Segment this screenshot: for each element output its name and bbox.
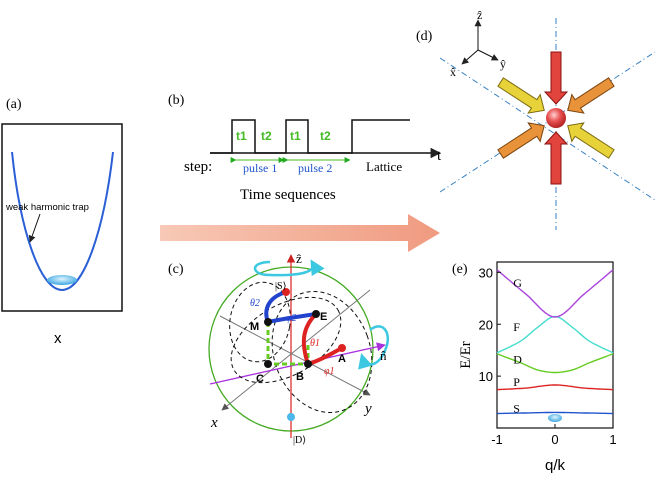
x-axis	[221, 289, 371, 411]
panel-a-label: (a)	[6, 97, 22, 112]
phi1-label: φ1	[324, 366, 335, 377]
dashed-orbit-3	[229, 281, 291, 363]
triad-z-label: ẑ	[477, 8, 482, 22]
band-s-atom-marker	[548, 414, 562, 422]
red-path-theta1	[301, 312, 318, 365]
n-rotation-arrow	[358, 325, 389, 370]
pulse1-label: pulse 1	[243, 161, 277, 175]
theta2-label: θ2	[250, 298, 260, 309]
trap-potential-curve	[11, 151, 114, 292]
xtick-label-0: 0	[551, 432, 558, 447]
point-s	[282, 288, 290, 296]
band-line-d	[496, 353, 614, 374]
chart-ylabel: E/Er	[458, 341, 474, 369]
point-c	[264, 360, 272, 368]
point-e-label: E	[320, 311, 327, 323]
z-rotation-arrow	[253, 259, 325, 277]
band-label-g: G	[513, 276, 522, 290]
chart-xlabel: q/k	[545, 457, 566, 474]
point-b	[304, 360, 312, 368]
flow-arrow	[160, 214, 440, 252]
pulse2-label: pulse 2	[298, 161, 332, 175]
pulse-t2-b: t2	[320, 129, 331, 143]
pulse-t1-b: t1	[290, 129, 301, 143]
panel-b: (b) t t1 t2 t1 t2 step: pulse 1 pulse 2 …	[168, 93, 442, 203]
step-label: step:	[184, 159, 212, 175]
panel-d: (d) ẑ ŷ x̂	[416, 8, 656, 230]
band-line-g	[496, 269, 614, 318]
ket-s-label: |S⟩	[275, 281, 287, 292]
xtick-label--1: -1	[491, 432, 503, 447]
ket-d-label: |D⟩	[293, 435, 306, 446]
panel-c-label: (c)	[168, 262, 184, 277]
point-a-label: A	[338, 353, 346, 365]
n-axis-label: n̂	[380, 348, 387, 363]
beam-arrow-upper-left	[497, 77, 545, 114]
y-axis	[219, 315, 371, 396]
point-a	[338, 344, 346, 352]
xtick-label-1: 1	[609, 432, 616, 447]
triad-x-label: x̂	[450, 65, 456, 79]
point-m-label: M	[250, 321, 259, 333]
lattice-label: Lattice	[366, 159, 402, 174]
triad-y	[477, 49, 499, 61]
beam-line-b	[439, 51, 656, 193]
point-e	[312, 310, 320, 318]
time-axis-label: t	[437, 148, 442, 164]
dashed-orbit-2	[271, 290, 373, 414]
point-c-label: C	[256, 373, 264, 385]
panel-a: (a) weak harmonic trap x	[1, 97, 123, 347]
band-label-f: F	[513, 320, 520, 334]
chart-series-group: SPD F G	[496, 269, 614, 415]
atom-cloud	[47, 275, 77, 285]
phi2-label: φ2	[286, 313, 297, 324]
z-axis-label: ẑ	[296, 251, 302, 266]
ytick-label-30: 30	[479, 265, 493, 280]
pulse-t1-a: t1	[236, 129, 247, 143]
panel-a-xlabel: x	[54, 330, 62, 347]
chart-ticks-group: 10 20 30 -1 0 1	[479, 265, 617, 447]
triad-x	[461, 49, 479, 65]
panel-e-label: (e)	[452, 262, 468, 277]
point-b-label: B	[296, 371, 304, 383]
trap-frame	[1, 123, 123, 312]
band-label-d: D	[513, 353, 522, 367]
trap-pointer-arrow	[28, 213, 41, 243]
beam-arrow-top	[543, 51, 569, 105]
band-label-s: S	[513, 401, 520, 415]
band-line-s	[497, 411, 613, 415]
y-axis-label: y	[363, 401, 372, 417]
beam-arrow-lower-right	[567, 122, 615, 159]
atom-ball	[546, 108, 566, 128]
pulse-t2-a: t2	[261, 129, 272, 143]
green-path	[266, 322, 310, 366]
beam-arrow-bottom	[543, 131, 569, 185]
beam-line-a	[439, 57, 656, 201]
point-m	[264, 318, 272, 326]
beam-arrow-upper-right	[567, 77, 615, 114]
theta1-label: θ1	[310, 338, 320, 349]
panel-c: (c) ẑ x y n̂ |S⟩ |D⟩ M	[168, 251, 389, 446]
x-axis-label: x	[210, 415, 218, 431]
band-line-p	[497, 384, 613, 391]
panel-b-caption: Time sequences	[240, 187, 336, 203]
point-d	[287, 413, 295, 421]
ytick-label-10: 10	[479, 369, 493, 384]
triad-y-label: ŷ	[500, 57, 506, 71]
ytick-label-20: 20	[479, 317, 493, 332]
panel-d-label: (d)	[416, 29, 433, 44]
panel-b-label: (b)	[168, 93, 185, 108]
panel-e-chart: (e) SPD F G 10 20 30 -1 0 1 E/Er q/k	[452, 261, 617, 474]
pulse-waveform	[210, 119, 410, 154]
band-label-p: P	[513, 375, 520, 389]
beam-arrow-lower-left	[497, 122, 545, 159]
trap-label: weak harmonic trap	[5, 202, 89, 213]
n-axis	[209, 342, 386, 385]
